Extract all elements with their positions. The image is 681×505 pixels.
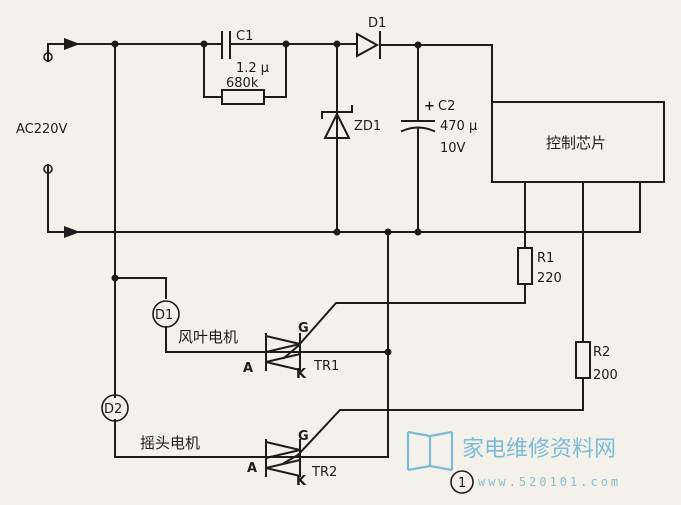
fan-motor-label: 风叶电机 <box>178 328 238 346</box>
circled-marker <box>450 470 474 494</box>
wire-m1-top <box>114 277 167 299</box>
r1-value: 220 <box>537 271 562 286</box>
resistor-r2 <box>575 341 591 379</box>
wire-m1-bottom <box>165 326 253 353</box>
book-logo-icon <box>406 430 454 472</box>
r2-ref: R2 <box>593 345 610 360</box>
arrow-bottom <box>64 226 80 238</box>
tr1-k: K <box>296 367 307 382</box>
wire-in-bottom <box>47 164 79 233</box>
junction-dots <box>111 40 422 356</box>
tr1-label: TR1 <box>313 359 339 374</box>
tr1-a: A <box>243 361 253 376</box>
motor-swing <box>101 394 129 422</box>
control-chip <box>491 101 665 183</box>
c1-value: 1.2 μ <box>236 61 269 76</box>
c2-plus: + <box>424 99 435 114</box>
wire-r2-gate <box>296 377 584 457</box>
zd1-label: ZD1 <box>354 119 381 134</box>
capacitor-c1 <box>221 31 231 59</box>
triac-tr1 <box>251 333 389 372</box>
zener-zd1-bar <box>321 105 353 113</box>
input-label: AC220V <box>16 122 68 137</box>
r680-label: 680k <box>226 76 259 91</box>
c2-ref: C2 <box>438 99 455 114</box>
wire-m2-bottom <box>114 419 253 458</box>
tr2-k: K <box>296 474 307 489</box>
wire-r680-right <box>263 43 287 98</box>
chip-label: 控制芯片 <box>546 134 606 152</box>
zener-zd1 <box>323 111 351 139</box>
arrow-top <box>64 38 80 50</box>
triac-tr2 <box>251 439 389 478</box>
c2-value-volt: 10V <box>440 141 466 156</box>
resistor-680k <box>221 89 265 105</box>
watermark: 家电维修资料网 www.520101.com <box>406 430 621 489</box>
tr1-g: G <box>298 321 309 336</box>
motor-fan-ref: D1 <box>155 308 173 323</box>
wire-r680-left <box>203 43 223 98</box>
d1-label: D1 <box>368 16 386 31</box>
c2-value-cap: 470 μ <box>440 119 477 134</box>
tr2-g: G <box>298 429 309 444</box>
r1-ref: R1 <box>537 251 554 266</box>
r2-value: 200 <box>593 368 618 383</box>
tr2-a: A <box>247 461 257 476</box>
watermark-title: 家电维修资料网 <box>462 437 616 462</box>
watermark-url: www.520101.com <box>478 475 621 489</box>
resistor-r1 <box>517 247 533 285</box>
wire-r1-gate <box>296 283 526 348</box>
swing-motor-label: 摇头电机 <box>140 434 200 452</box>
c1-ref: C1 <box>236 29 253 44</box>
diode-d1 <box>356 32 380 58</box>
motor-swing-ref: D2 <box>104 402 122 417</box>
tr2-label: TR2 <box>311 465 337 480</box>
marker-label: 1 <box>458 476 466 491</box>
